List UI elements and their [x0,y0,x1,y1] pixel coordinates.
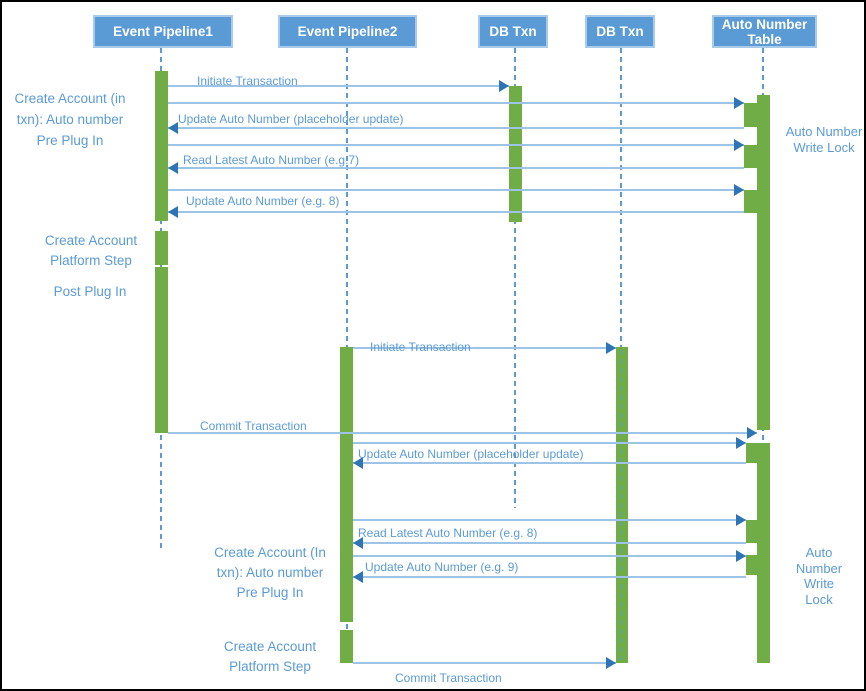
autonumber-activation-1 [757,95,770,430]
msg-read-request-2-line [353,519,746,521]
note-pre-plugin-1-line-3: Pre Plug In [36,133,104,148]
msg-commit-transaction-1-label: Commit Transaction [200,419,307,433]
event-pipeline-1-box: Event Pipeline1 [93,15,233,48]
note-write-lock-2-line-3: Write [803,576,835,591]
event-pipeline-2-box: Event Pipeline2 [278,15,417,48]
msg-update-8-arrowhead-icon [168,206,178,218]
note-write-lock-2-line-4: Lock [805,591,833,607]
msg-read-request-1-arrowhead-icon [734,139,744,151]
msg-update-request-3-arrowhead-icon [736,437,746,449]
msg-update-9-label: Update Auto Number (e.g. 9) [365,560,519,574]
write-lock-bar-6 [746,555,757,575]
msg-update-request-4-arrowhead-icon [736,550,746,562]
msg-initiate-transaction-1-line [168,85,509,87]
note-platform-step-1-line-2: Platform Step [50,253,132,268]
pipeline2-activation-platform [340,630,353,663]
msg-update-request-1-arrowhead-icon [734,97,744,109]
msg-update-placeholder-2-arrowhead-icon [353,457,363,469]
msg-update-placeholder-1-line [168,127,744,129]
msg-update-placeholder-2-label: Update Auto Number (placeholder update) [358,447,584,461]
msg-update-request-3-line [353,442,746,444]
db-txn-1-box: DB Txn [478,15,548,48]
note-platform-step-2-line-1: Create Account [223,639,317,654]
note-pre-plugin-2-line-3: Pre Plug In [236,585,304,600]
note-post-plugin: Post Plug In [0,282,200,302]
msg-update-request-2-line [168,189,744,191]
msg-update-8-label: Update Auto Number (e.g. 8) [186,194,340,208]
msg-update-request-4-line [353,555,746,557]
msg-commit-transaction-1-line [168,432,757,434]
write-lock-bar-1 [744,103,757,127]
msg-commit-transaction-2-line [353,662,616,664]
msg-read-latest-1-line [168,167,744,169]
note-write-lock-2-line-1: Auto [805,545,833,560]
msg-update-request-2-arrowhead-icon [734,184,744,196]
msg-initiate-transaction-2-label: Initiate Transaction [370,340,471,354]
dbtxn1-activation [509,86,522,222]
msg-initiate-transaction-1-label: Initiate Transaction [197,74,298,88]
note-write-lock-1-line-1: Auto Number [785,124,863,139]
note-pre-plugin-2-line-2: txn): Auto number [216,565,324,580]
write-lock-bar-2 [744,145,757,168]
note-post-plugin-line-1: Post Plug In [53,284,127,299]
msg-update-placeholder-1-arrowhead-icon [168,122,178,134]
msg-update-8-line [168,211,744,213]
msg-update-placeholder-2-line [353,462,746,464]
pipeline1-activation-preplugin [155,71,168,221]
msg-read-latest-1-arrowhead-icon [168,162,178,174]
db-txn-2-box: DB Txn [585,15,655,48]
msg-initiate-transaction-2-line [353,347,616,349]
dbtxn2-activation [616,347,628,663]
msg-read-latest-2-line [353,542,746,544]
note-write-lock-2-line-2: Number [795,560,843,576]
auto-number-table-box: Auto Number Table [712,15,817,48]
note-pre-plugin-1-line-1: Create Account (in [14,91,126,106]
msg-initiate-transaction-1-arrowhead-icon [499,80,509,92]
db-txn-1-lifeline [514,48,516,508]
msg-read-latest-1-label: Read Latest Auto Number (e.g.7) [183,153,360,167]
write-lock-bar-4 [746,443,757,463]
note-pre-plugin-1-line-2: txn): Auto number [16,112,124,127]
note-pre-plugin-2-line-1: Create Account (In [214,545,326,560]
msg-read-latest-2-arrowhead-icon [353,537,363,549]
msg-commit-transaction-2-arrowhead-icon [606,657,616,669]
write-lock-bar-5 [746,520,757,543]
write-lock-bar-3 [744,190,757,213]
msg-read-latest-2-label: Read Latest Auto Number (e.g. 8) [358,526,538,540]
msg-initiate-transaction-2-arrowhead-icon [606,342,616,354]
msg-update-9-line [353,576,746,578]
pipeline1-activation-platform [155,231,168,265]
msg-commit-transaction-1-arrowhead-icon [747,427,757,439]
msg-update-9-arrowhead-icon [353,571,363,583]
autonumber-activation-2 [757,443,770,663]
msg-update-request-1-line [168,102,744,104]
dbtxn2-lifeline-overlay [620,350,622,660]
note-write-lock-1-line-2: Write Lock [793,140,855,155]
msg-commit-transaction-2-label: Commit Transaction [395,671,502,685]
note-platform-step-1-line-1: Create Account [44,233,138,248]
note-platform-step-2-line-2: Platform Step [229,659,311,674]
msg-read-request-2-arrowhead-icon [736,514,746,526]
pipeline1-activation-postplugin [155,267,168,433]
msg-read-request-1-line [168,144,744,146]
msg-update-placeholder-1-label: Update Auto Number (placeholder update) [178,112,404,126]
pipeline2-activation-preplugin [340,347,353,622]
